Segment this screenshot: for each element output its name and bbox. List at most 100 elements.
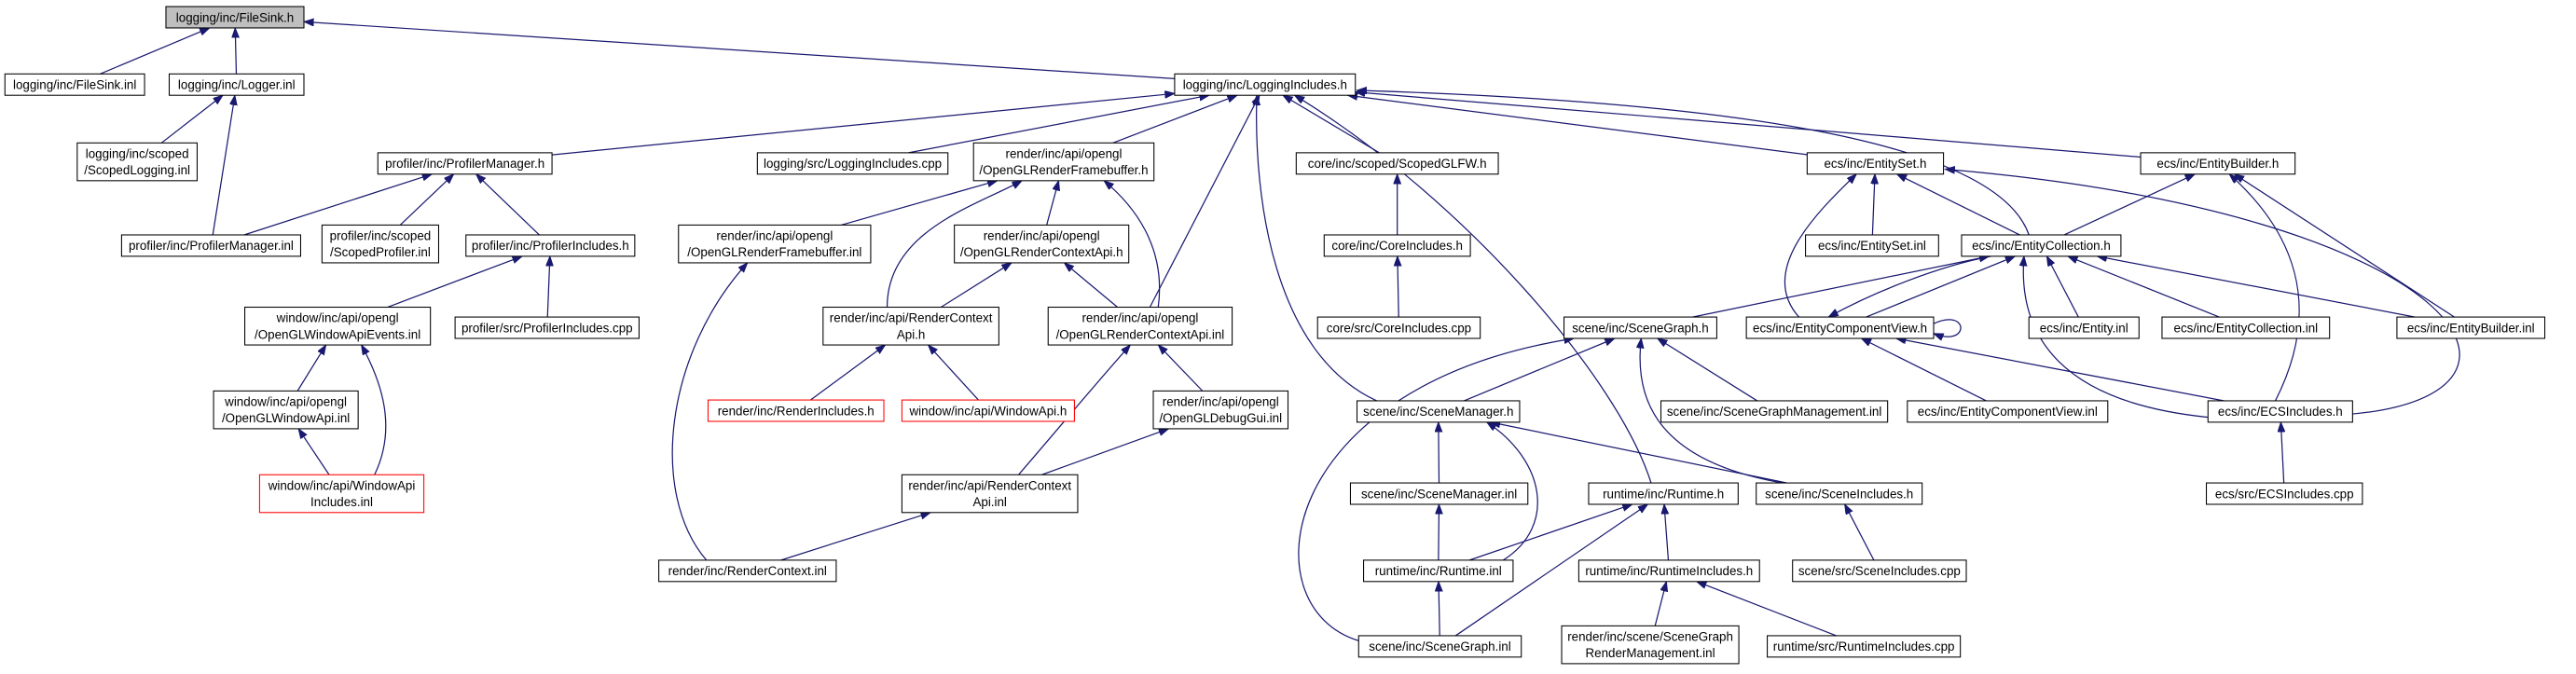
file-node-entityset-inl[interactable]: ecs/inc/EntitySet.inl xyxy=(1805,234,1939,257)
file-node-logger-inl[interactable]: logging/inc/Logger.inl xyxy=(168,73,305,96)
file-node-label: core/inc/CoreIncludes.h xyxy=(1331,239,1463,253)
file-node-coreincludes-cpp[interactable]: core/src/CoreIncludes.cpp xyxy=(1316,316,1481,339)
file-node-label: profiler/inc/ProfilerManager.inl xyxy=(129,239,294,253)
include-edge xyxy=(1041,428,1169,475)
file-node-runtime-h[interactable]: runtime/inc/Runtime.h xyxy=(1588,482,1739,505)
file-node-scenegraphmanagement-inl[interactable]: scene/inc/SceneGraphManagement.inl xyxy=(1660,400,1889,423)
file-node-label: scene/inc/SceneManager.inl xyxy=(1361,487,1517,501)
file-node-label: Api.inl xyxy=(972,495,1006,509)
file-node-entityset-h[interactable]: ecs/inc/EntitySet.h xyxy=(1806,152,1945,175)
include-edge xyxy=(2046,256,2079,318)
file-node-opengldebuggui-inl[interactable]: render/inc/api/opengl/OpenGLDebugGui.inl xyxy=(1152,390,1289,430)
file-node-entitybuilder-h[interactable]: ecs/inc/EntityBuilder.h xyxy=(2140,152,2296,175)
include-edge xyxy=(1454,504,1647,637)
file-node-entitycollection-inl[interactable]: ecs/inc/EntityCollection.inl xyxy=(2161,316,2331,339)
include-edge xyxy=(929,345,979,401)
include-edge xyxy=(1861,338,1987,402)
file-node-label: render/inc/api/opengl xyxy=(984,229,1100,243)
file-node-openglwindowapievents-inl[interactable]: window/inc/api/opengl/OpenGLWindowApiEve… xyxy=(244,306,432,346)
file-node-entity-inl[interactable]: ecs/inc/Entity.inl xyxy=(2028,316,2140,339)
file-node-runtimeincludes-h[interactable]: runtime/inc/RuntimeIncludes.h xyxy=(1577,559,1760,583)
file-node-box xyxy=(1323,234,1471,257)
file-node-box xyxy=(1152,390,1289,430)
file-node-label: ecs/inc/EntitySet.h xyxy=(1824,157,1926,171)
file-node-entitycollection-h[interactable]: ecs/inc/EntityCollection.h xyxy=(1961,234,2122,257)
file-node-label: render/inc/api/opengl xyxy=(1081,311,1198,325)
file-node-scenegraph-inl[interactable]: scene/inc/SceneGraph.inl xyxy=(1357,635,1522,658)
file-node-openglrenderframebuffer-h[interactable]: render/inc/api/opengl/OpenGLRenderFrameb… xyxy=(972,142,1155,182)
file-node-label: /ScopedProfiler.inl xyxy=(330,245,431,259)
file-node-loggingincludes-h[interactable]: logging/inc/LoggingIncludes.h xyxy=(1174,73,1357,96)
file-node-openglrendercontextapi-inl[interactable]: render/inc/api/opengl/OpenGLRenderContex… xyxy=(1047,306,1233,346)
include-edge xyxy=(212,95,235,236)
file-node-label: ecs/inc/EntityBuilder.inl xyxy=(2407,321,2535,335)
file-node-entitycomponentview-inl[interactable]: ecs/inc/EntityComponentView.inl xyxy=(1907,400,2109,423)
file-node-box xyxy=(658,559,837,583)
file-node-scopedlogging-inl[interactable]: logging/inc/scoped/ScopedLogging.inl xyxy=(76,142,198,182)
file-node-rendercontext-inl[interactable]: render/inc/RenderContext.inl xyxy=(658,559,837,583)
include-edge xyxy=(2229,174,2300,402)
file-node-scenegraphrendermanagement-inl[interactable]: render/inc/scene/SceneGraphRenderManagem… xyxy=(1561,625,1740,665)
file-node-box xyxy=(4,73,145,96)
include-edge xyxy=(1298,338,1574,641)
file-node-entitycomponentview-h[interactable]: ecs/inc/EntityComponentView.h xyxy=(1745,316,1935,339)
file-node-filesink-inl[interactable]: logging/inc/FileSink.inl xyxy=(4,73,145,96)
file-node-box xyxy=(1561,625,1740,665)
file-node-sceneincludes-cpp[interactable]: scene/src/SceneIncludes.cpp xyxy=(1792,559,1967,583)
file-node-profilerincludes-h[interactable]: profiler/inc/ProfilerIncludes.h xyxy=(465,234,636,257)
file-node-label: /OpenGLRenderFramebuffer.h xyxy=(979,163,1148,177)
include-edge xyxy=(1064,263,1118,308)
file-node-loggingincludes-cpp[interactable]: logging/src/LoggingIncludes.cpp xyxy=(756,152,949,175)
file-node-profilermanager-inl[interactable]: profiler/inc/ProfilerManager.inl xyxy=(120,234,301,257)
file-node-rendercontextapi-h[interactable]: render/inc/api/RenderContextApi.h xyxy=(822,306,999,346)
file-node-label: render/inc/api/RenderContext xyxy=(830,311,993,325)
file-node-label: render/inc/scene/SceneGraph xyxy=(1567,630,1733,644)
file-node-box xyxy=(1363,559,1514,583)
file-node-box xyxy=(168,73,305,96)
file-node-label: /OpenGLRenderContextApi.h xyxy=(960,245,1123,259)
file-node-box xyxy=(1577,559,1760,583)
file-node-openglrenderframebuffer-inl[interactable]: render/inc/api/opengl/OpenGLRenderFrameb… xyxy=(678,224,872,264)
file-node-scopedglfw-h[interactable]: core/inc/scoped/ScopedGLFW.h xyxy=(1295,152,1499,175)
file-node-box xyxy=(1745,316,1935,339)
file-node-box xyxy=(2205,482,2363,505)
file-node-renderincludes-h[interactable]: render/inc/RenderIncludes.h xyxy=(707,399,885,422)
file-node-profilerincludes-cpp[interactable]: profiler/src/ProfilerIncludes.cpp xyxy=(454,316,640,339)
file-node-windowapi-h[interactable]: window/inc/api/WindowApi.h xyxy=(901,399,1075,422)
include-edge xyxy=(552,93,1175,156)
include-edge xyxy=(1112,94,1237,144)
include-edge xyxy=(1828,255,1991,317)
file-node-box xyxy=(954,224,1130,264)
include-edge xyxy=(1664,504,1668,560)
file-node-rendercontextapi-inl[interactable]: render/inc/api/RenderContextApi.inl xyxy=(901,474,1079,514)
file-node-coreincludes-h[interactable]: core/inc/CoreIncludes.h xyxy=(1323,234,1471,257)
file-node-scenemanager-inl[interactable]: scene/inc/SceneManager.inl xyxy=(1349,482,1529,505)
file-node-openglrendercontextapi-h[interactable]: render/inc/api/opengl/OpenGLRenderContex… xyxy=(954,224,1130,264)
file-node-label: logging/inc/scoped xyxy=(86,147,189,161)
file-node-runtimeincludes-cpp[interactable]: runtime/src/RuntimeIncludes.cpp xyxy=(1767,635,1962,658)
file-node-profilermanager-h[interactable]: profiler/inc/ProfilerManager.h xyxy=(377,152,553,175)
file-node-sceneincludes-h[interactable]: scene/inc/SceneIncludes.h xyxy=(1756,482,1923,505)
file-node-scenegraph-h[interactable]: scene/inc/SceneGraph.h xyxy=(1564,316,1717,339)
node-layer: logging/inc/FileSink.h logging/inc/FileSi… xyxy=(4,6,2546,665)
file-node-ecsincludes-h[interactable]: ecs/inc/ECSIncludes.h xyxy=(2207,400,2353,423)
file-node-label: scene/inc/SceneGraph.h xyxy=(1572,321,1708,335)
file-node-label: render/inc/api/opengl xyxy=(1163,395,1279,409)
file-node-openglwindowapi-inl[interactable]: window/inc/api/opengl/OpenGLWindowApi.in… xyxy=(213,390,359,430)
file-node-label: ecs/inc/EntityCollection.h xyxy=(1972,239,2111,253)
include-edge xyxy=(2234,174,2455,318)
file-node-label: ecs/inc/EntityBuilder.h xyxy=(2156,157,2279,171)
file-node-label: window/inc/api/opengl xyxy=(276,311,399,325)
include-edge xyxy=(940,263,1012,309)
file-node-scenemanager-h[interactable]: scene/inc/SceneManager.h xyxy=(1356,400,1521,423)
include-edge xyxy=(296,345,325,392)
file-node-filesink-h[interactable]: logging/inc/FileSink.h xyxy=(165,6,305,29)
file-node-scopedprofiler-inl[interactable]: profiler/inc/scoped/ScopedProfiler.inl xyxy=(321,224,440,264)
include-edge xyxy=(362,345,387,475)
file-node-label: logging/src/LoggingIncludes.cpp xyxy=(764,157,942,171)
file-node-label: ecs/inc/ECSIncludes.h xyxy=(2218,405,2343,419)
file-node-entitybuilder-inl[interactable]: ecs/inc/EntityBuilder.inl xyxy=(2396,316,2546,339)
file-node-runtime-inl[interactable]: runtime/inc/Runtime.inl xyxy=(1363,559,1514,583)
file-node-ecsincludes-cpp[interactable]: ecs/src/ECSIncludes.cpp xyxy=(2205,482,2363,505)
